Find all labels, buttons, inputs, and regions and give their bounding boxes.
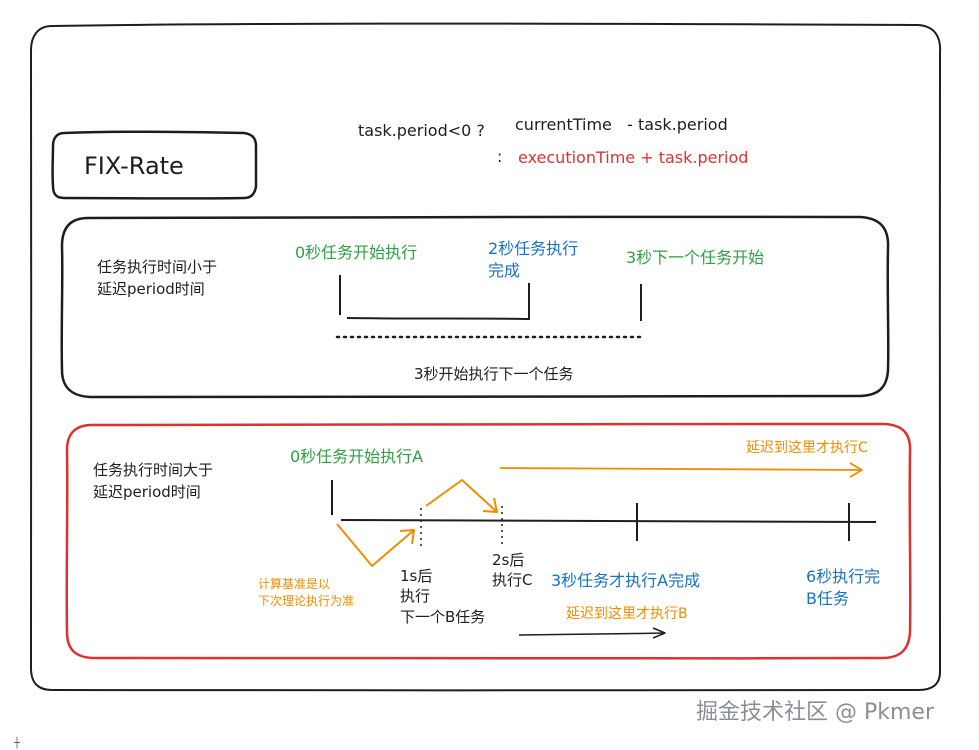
diagram-title: FIX-Rate (84, 152, 184, 180)
zigzag-arrow-upper-head (482, 497, 498, 513)
title-box (51, 130, 258, 200)
zigzag-arrow-lower-head (399, 529, 415, 545)
outer-frame (29, 22, 942, 692)
case1-exec-bracket (346, 283, 530, 321)
case2-delay-c-label: 延迟到这里才执行C (746, 440, 868, 456)
case2-delay-b-label: 延迟到这里才执行B (566, 606, 688, 622)
case2-a-done-label: 3秒任务才执行A完成 (551, 571, 701, 590)
case1-start-label: 0秒任务开始执行 (295, 243, 418, 262)
case2-timeline (340, 519, 877, 523)
case1-bottom-label: 3秒开始执行下一个任务 (414, 365, 574, 383)
case2-b-done-label: 6秒执行完 B任务 (806, 567, 881, 608)
case2-b-after-label: 1s后 执行 下一个B任务 (400, 567, 486, 626)
case1-next-label: 3秒下一个任务开始 (626, 248, 765, 267)
case2-c-after-label: 2s后 执行C (492, 551, 533, 590)
delay-b-arrow (518, 632, 666, 636)
formula-colon: : (497, 147, 503, 166)
formula-false-branch: executionTime + task.period (518, 148, 749, 167)
case2-start-label: 0秒任务开始执行A (290, 447, 424, 466)
case2-label: 任务执行时间大于 延迟period时间 (93, 461, 214, 501)
zigzag-arrow-upper (425, 479, 498, 513)
case1-label: 任务执行时间小于 延迟period时间 (97, 258, 218, 298)
zigzag-arrow-lower (336, 523, 415, 567)
case2-frame (65, 422, 912, 660)
delay-c-arrow-head (849, 462, 863, 478)
corner-mark-icon: ┼ (14, 738, 21, 749)
case1-done-label: 2秒任务执行 完成 (488, 239, 579, 280)
case1-frame (60, 215, 890, 399)
formula-condition: task.period<0 ? (358, 121, 485, 140)
delay-b-arrow-head (652, 627, 666, 639)
site-watermark: 掘金技术社区 @ Pkmer (696, 700, 935, 725)
delay-c-arrow (499, 467, 863, 471)
formula-true-branch: currentTime - task.period (515, 115, 728, 134)
case2-base-note: 计算基准是以 下次理论执行为准 (258, 577, 355, 609)
